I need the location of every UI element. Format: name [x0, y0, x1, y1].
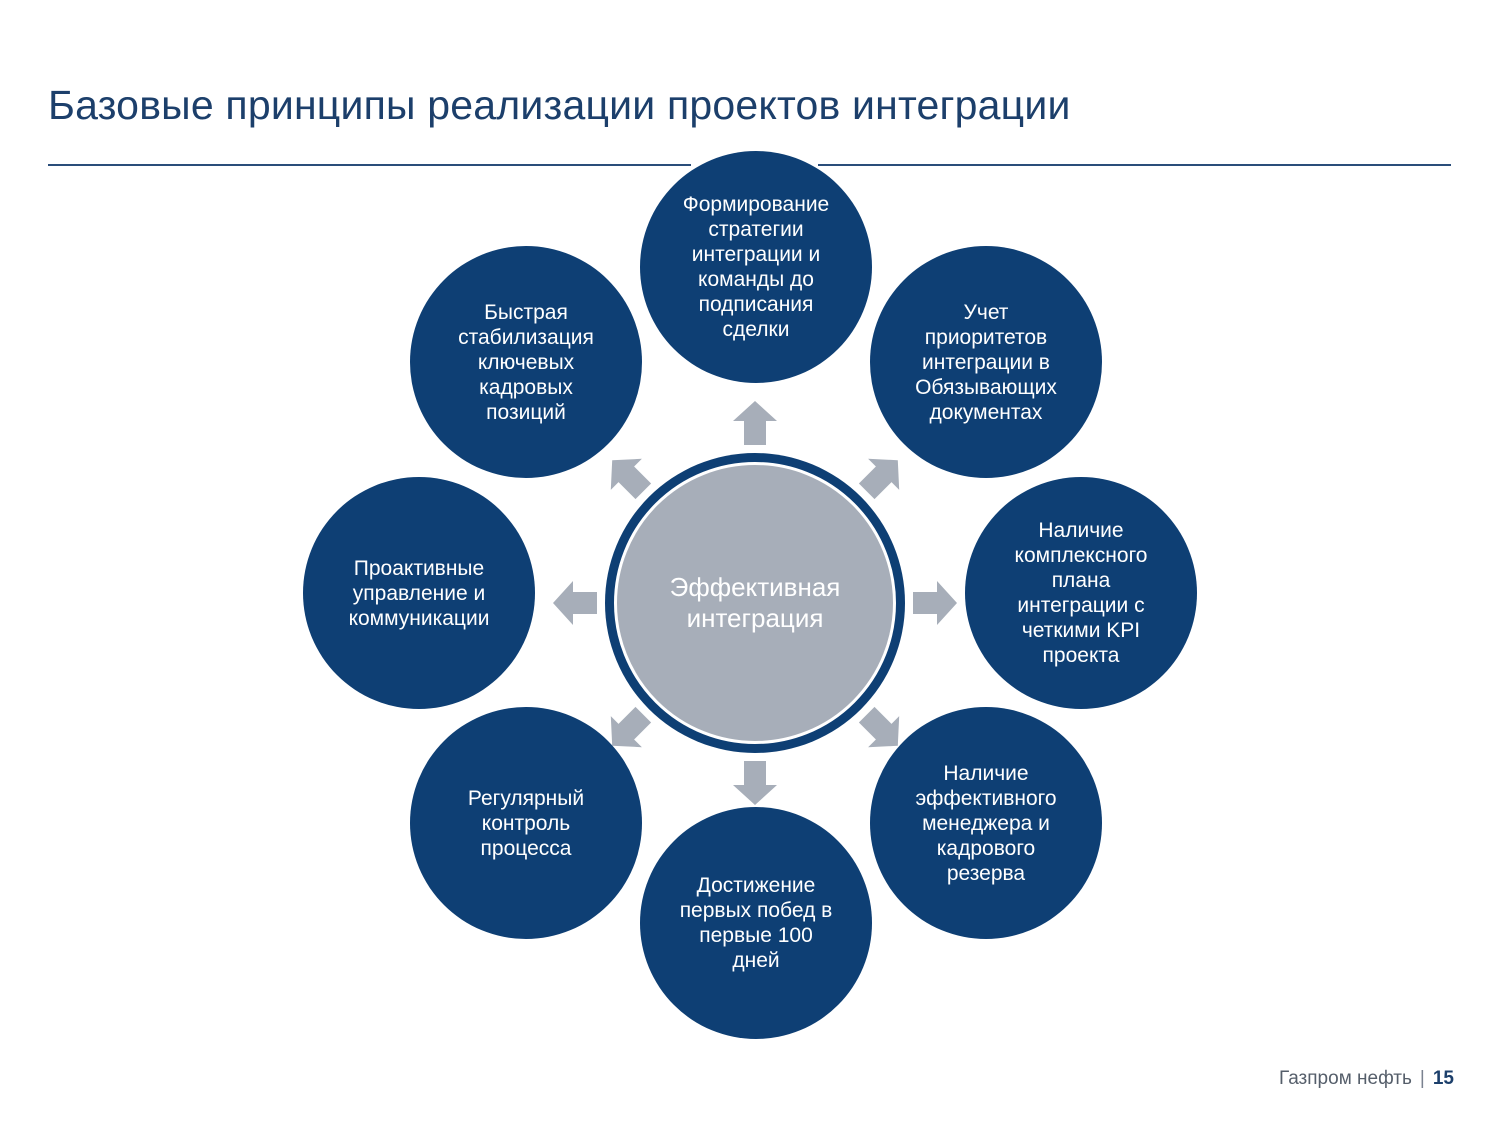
title-rule-left [48, 164, 691, 166]
arrow-left [553, 581, 597, 625]
footer: Газпром нефть | 15 [1279, 1068, 1454, 1090]
node-strategy-label: Формирование стратегии интеграции и кома… [682, 193, 830, 341]
node-control-label: Регулярный контроль процесса [467, 786, 585, 860]
center-circle: Эффективная интеграция [614, 462, 896, 744]
arrow-down-left [610, 706, 652, 748]
node-first-wins: Достижение первых побед в первые 100 дне… [640, 807, 872, 1039]
node-control: Регулярный контроль процесса [410, 707, 642, 939]
arrow-down-right [858, 706, 900, 748]
footer-company: Газпром нефть [1278, 1068, 1412, 1089]
center-label: Эффективная интеграция [669, 572, 841, 633]
arrow-up-right [858, 458, 900, 500]
node-first-wins-label: Достижение первых побед в первые 100 дне… [679, 874, 833, 972]
node-manager-label: Наличие эффективного менеджера и кадрово… [915, 761, 1057, 885]
page-number: 15 [1432, 1068, 1454, 1089]
arrow-down [733, 761, 777, 805]
node-priorities-label: Учет приоритетов интеграции в Обязывающи… [915, 300, 1057, 424]
node-communications: Проактивные управление и коммуникации [303, 477, 535, 709]
node-manager: Наличие эффективного менеджера и кадрово… [870, 707, 1102, 939]
arrow-up [733, 401, 777, 445]
node-plan: Наличие комплексного плана интеграции с … [965, 477, 1197, 709]
arrow-right [913, 581, 957, 625]
node-stabilization: Быстрая стабилизация ключевых кадровых п… [410, 246, 642, 478]
footer-separator: | [1419, 1068, 1425, 1089]
node-communications-label: Проактивные управление и коммуникации [348, 556, 490, 630]
node-plan-label: Наличие комплексного плана интеграции с … [1014, 519, 1148, 667]
slide-title: Базовые принципы реализации проектов инт… [48, 82, 1071, 128]
node-priorities: Учет приоритетов интеграции в Обязывающи… [870, 246, 1102, 478]
title-rule-right [818, 164, 1451, 166]
node-strategy: Формирование стратегии интеграции и кома… [640, 151, 872, 383]
node-stabilization-label: Быстрая стабилизация ключевых кадровых п… [458, 300, 594, 424]
arrow-up-left [610, 458, 652, 500]
